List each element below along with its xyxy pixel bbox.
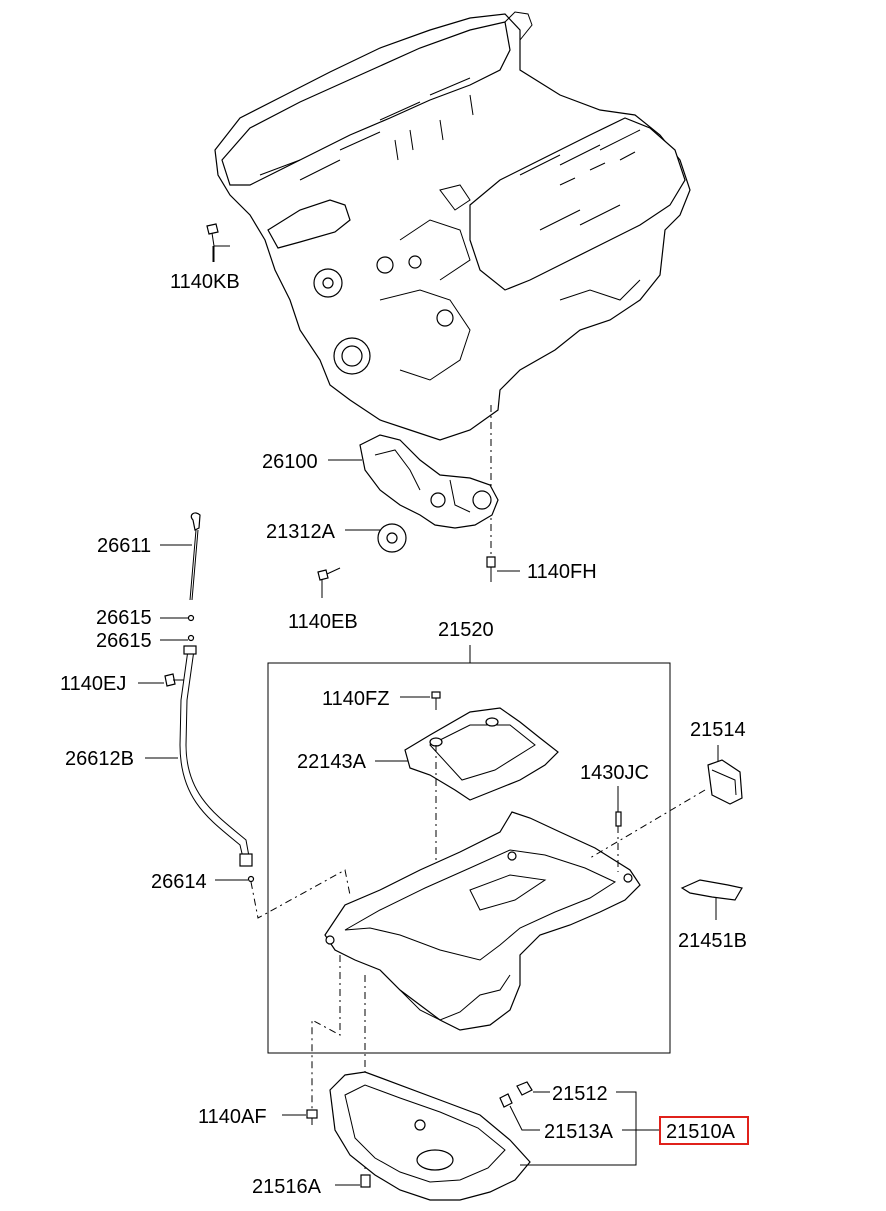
label-21510a[interactable]: 21510A (666, 1121, 736, 1143)
label-26100: 26100 (262, 451, 318, 473)
label-1140ej: 1140EJ (60, 673, 126, 695)
label-1430jc: 1430JC (580, 762, 649, 784)
label-26614: 26614 (151, 871, 207, 893)
baffle-22143a (404, 707, 559, 801)
dipstick-drawing (164, 512, 255, 883)
bolt-1140fh (486, 556, 520, 582)
label-26615-b: 26615 (96, 630, 152, 652)
oil-pump-drawing (359, 434, 499, 529)
bolt-21516a (335, 1174, 371, 1188)
label-21512: 21512 (552, 1083, 608, 1105)
plug-21512 (516, 1081, 550, 1096)
label-22143a: 22143A (297, 751, 367, 773)
highlight-box-21510a (659, 1116, 749, 1145)
label-21312a: 21312A (266, 521, 336, 543)
label-1140fz: 1140FZ (322, 688, 389, 710)
engine-block-drawing (214, 11, 691, 441)
gasket-21451b (680, 879, 743, 920)
upper-lower-pan-dash-line (311, 955, 341, 1110)
label-26615-a: 26615 (96, 607, 152, 629)
bolt-1140fz (400, 691, 441, 710)
label-21451b: 21451B (678, 930, 747, 952)
bolt-1140af (282, 1109, 318, 1125)
bolt-1140kb (206, 223, 230, 262)
label-1140kb: 1140KB (170, 271, 240, 293)
label-21520: 21520 (438, 619, 494, 641)
bracket-21510a (520, 1091, 660, 1166)
label-21514: 21514 (690, 719, 746, 741)
lower-oil-pan-drawing (329, 1071, 531, 1201)
label-1140af: 1140AF (198, 1106, 267, 1128)
sprocket-21312a (377, 523, 407, 553)
gasket-21513a (499, 1093, 540, 1131)
pin-1430jc (615, 786, 622, 872)
label-26611: 26611 (97, 535, 151, 557)
upper-oil-pan-drawing (324, 811, 641, 1031)
label-21516a: 21516A (252, 1176, 322, 1198)
part-21514 (707, 745, 743, 805)
sensor-pan-dash-line (589, 789, 706, 859)
label-1140eb: 1140EB (288, 611, 358, 633)
dipstick-pan-dash-line (250, 869, 351, 919)
bolt-1140eb (317, 567, 341, 598)
label-26612b: 26612B (65, 748, 134, 770)
upper-pan-box (267, 662, 671, 1054)
label-21513a: 21513A (544, 1121, 614, 1143)
label-1140fh: 1140FH (527, 561, 597, 583)
